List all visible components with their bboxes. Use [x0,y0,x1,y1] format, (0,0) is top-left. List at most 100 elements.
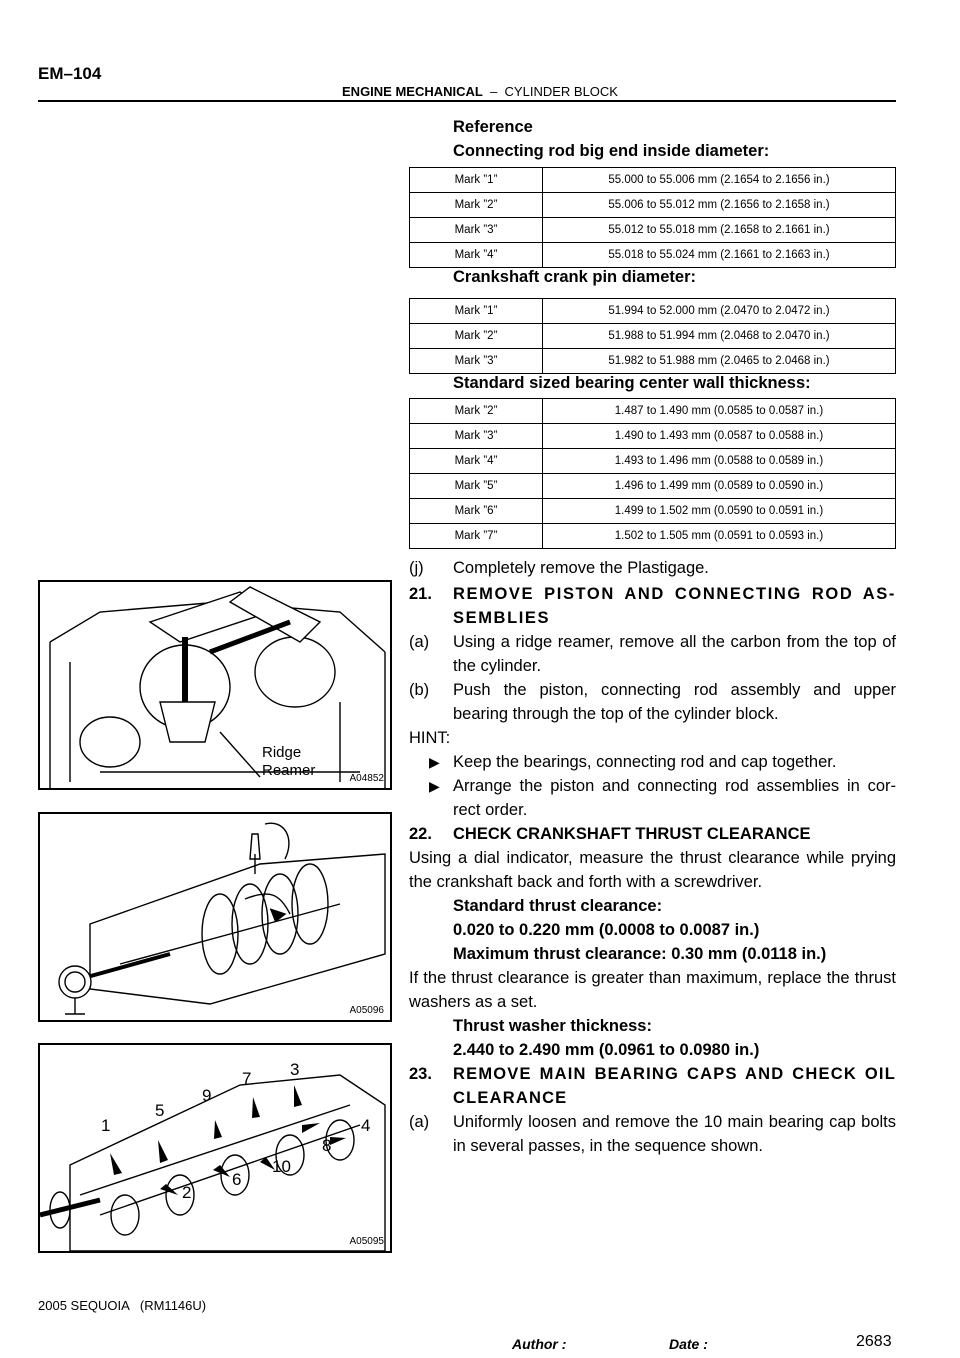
value-cell: 55.018 to 55.024 mm (2.1661 to 2.1663 in… [542,242,896,268]
footer-author: Author : [512,1336,567,1352]
bearing-table: Mark ”2”1.487 to 1.490 mm (0.0585 to 0.0… [409,398,896,549]
table-row: Mark ”2”1.487 to 1.490 mm (0.0585 to 0.0… [409,398,896,424]
bolt-seq-4: 4 [361,1116,371,1135]
step-22-body: Using a dial indicator, measure the thru… [409,849,896,891]
step-number: 22. [409,825,432,843]
bearing-title: Standard sized bearing center wall thick… [453,374,811,392]
step-22-body2: If the thrust clearance is greater than … [409,969,896,1011]
table-row: Mark ”4”1.493 to 1.496 mm (0.0588 to 0.0… [409,448,896,474]
step-21b: (b) Push the piston, connecting rod asse… [409,678,896,726]
step-text: Completely remove the Plastigage. [453,559,709,577]
figure-ridge-reamer: Ridge Reamer A04852 [38,580,392,790]
mark-cell: Mark ”2” [409,323,543,349]
value-cell: 55.006 to 55.012 mm (2.1656 to 2.1658 in… [542,192,896,218]
std-thrust-value: 0.020 to 0.220 mm (0.0008 to 0.0087 in.) [453,921,760,939]
value-cell: 55.000 to 55.006 mm (2.1654 to 2.1656 in… [542,167,896,193]
bullet-icon: ▶ [429,778,440,794]
mark-cell: Mark ”1” [409,167,543,193]
reference-label: Reference [453,118,533,136]
crank-pin-table-wrap: Mark ”1”51.994 to 52.000 mm (2.0470 to 2… [409,298,896,374]
value-cell: 51.988 to 51.994 mm (2.0468 to 2.0470 in… [542,323,896,349]
figure-code: A05095 [349,1236,384,1247]
page-id: EM–104 [38,64,102,83]
step-text: Push the piston, connecting rod assembly… [453,681,896,723]
mark-cell: Mark ”1” [409,298,543,324]
label-ridge: Ridge [262,744,302,761]
bearing-cap-illustration [40,1074,386,1251]
max-thrust: Maximum thrust clearance: 0.30 mm (0.011… [453,945,827,963]
section-subtitle: CYLINDER BLOCK [504,84,618,99]
figure-dial-indicator: A05096 [38,812,392,1022]
table-row: Mark ”2”55.006 to 55.012 mm (2.1656 to 2… [409,192,896,218]
step-21a: (a) Using a ridge reamer, remove all the… [409,630,896,678]
bolt-seq-9: 9 [202,1086,212,1105]
hint-item-2: ▶ Arrange the piston and connecting rod … [409,774,896,822]
table-row: Mark ”4”55.018 to 55.024 mm (2.1661 to 2… [409,242,896,268]
step-number: 23. [409,1065,432,1083]
footer-date: Date : [669,1336,708,1352]
bolt-seq-10: 10 [272,1157,291,1176]
step-23a: (a) Uniformly loosen and remove the 10 m… [409,1110,896,1158]
value-cell: 51.982 to 51.988 mm (2.0465 to 2.0468 in… [542,348,896,374]
mark-cell: Mark ”7” [409,523,543,549]
mark-cell: Mark ”3” [409,217,543,243]
step-number: (a) [409,633,430,651]
step-number: (j) [409,559,424,577]
table-row: Mark ”7”1.502 to 1.505 mm (0.0591 to 0.0… [409,523,896,549]
table-row: Mark ”1”51.994 to 52.000 mm (2.0470 to 2… [409,298,896,324]
footer-model: 2005 SEQUOIA (RM1146U) [38,1298,207,1313]
step-number: 21. [409,585,432,603]
bolt-seq-1: 1 [101,1116,111,1135]
bearing-table-wrap: Mark ”2”1.487 to 1.490 mm (0.0585 to 0.0… [409,398,896,549]
step-number: (a) [409,1113,430,1131]
table-row: Mark ”3”55.012 to 55.018 mm (2.1658 to 2… [409,217,896,243]
big-end-table: Mark ”1”55.000 to 55.006 mm (2.1654 to 2… [409,167,896,268]
hint-text: Arrange the piston and connecting rod as… [453,777,896,819]
value-cell: 1.487 to 1.490 mm (0.0585 to 0.0587 in.) [542,398,896,424]
bolt-seq-2: 2 [182,1183,192,1202]
dial-indicator-illustration [58,822,386,1015]
crank-pin-title: Crankshaft crank pin diameter: [453,268,696,286]
bolt-seq-5: 5 [155,1101,165,1120]
figure-bearing-cap-sequence: 1 2 3 4 5 6 7 8 9 10 A05095 [38,1043,392,1253]
step-text: Uniformly loosen and remove the 10 main … [453,1113,896,1155]
footer-page-number: 2683 [856,1333,892,1350]
figure-code: A04852 [349,773,384,784]
mark-cell: Mark ”5” [409,473,543,499]
value-cell: 1.499 to 1.502 mm (0.0590 to 0.0591 in.) [542,498,896,524]
table-row: Mark ”1”55.000 to 55.006 mm (2.1654 to 2… [409,167,896,193]
step-21: 21. REMOVE PISTON AND CONNECTING ROD AS-… [409,582,896,630]
bullet-icon: ▶ [429,754,440,770]
hint-label: HINT: [409,729,451,747]
value-cell: 1.490 to 1.493 mm (0.0587 to 0.0588 in.) [542,423,896,449]
bolt-seq-7: 7 [242,1069,252,1088]
table-row: Mark ”3”1.490 to 1.493 mm (0.0587 to 0.0… [409,423,896,449]
value-cell: 1.493 to 1.496 mm (0.0588 to 0.0589 in.) [542,448,896,474]
table-row: Mark ”3”51.982 to 51.988 mm (2.0465 to 2… [409,348,896,374]
section-title: ENGINE MECHANICAL [342,84,483,99]
header-rule [38,100,896,102]
washer-label: Thrust washer thickness: [453,1017,652,1035]
mark-cell: Mark ”3” [409,348,543,374]
step-heading: CHECK CRANKSHAFT THRUST CLEARANCE [453,825,811,843]
bolt-seq-6: 6 [232,1170,242,1189]
hint-text: Keep the bearings, connecting rod and ca… [453,753,837,771]
section-separator: – [482,84,505,99]
mark-cell: Mark ”2” [409,192,543,218]
section-header: ENGINE MECHANICAL – CYLINDER BLOCK [0,84,960,99]
crank-pin-table: Mark ”1”51.994 to 52.000 mm (2.0470 to 2… [409,298,896,374]
table-row: Mark ”6”1.499 to 1.502 mm (0.0590 to 0.0… [409,498,896,524]
bolt-seq-8: 8 [322,1136,332,1155]
step-23: 23. REMOVE MAIN BEARING CAPS AND CHECK O… [409,1062,896,1110]
mark-cell: Mark ”4” [409,448,543,474]
std-thrust-label: Standard thrust clearance: [453,897,663,915]
table-row: Mark ”5”1.496 to 1.499 mm (0.0589 to 0.0… [409,473,896,499]
figure-code: A05096 [349,1005,384,1016]
ridge-reamer-illustration [49,586,386,788]
table-row: Mark ”2”51.988 to 51.994 mm (2.0468 to 2… [409,323,896,349]
value-cell: 1.502 to 1.505 mm (0.0591 to 0.0593 in.) [542,523,896,549]
mark-cell: Mark ”4” [409,242,543,268]
value-cell: 51.994 to 52.000 mm (2.0470 to 2.0472 in… [542,298,896,324]
mark-cell: Mark ”2” [409,398,543,424]
washer-value: 2.440 to 2.490 mm (0.0961 to 0.0980 in.) [453,1041,760,1059]
